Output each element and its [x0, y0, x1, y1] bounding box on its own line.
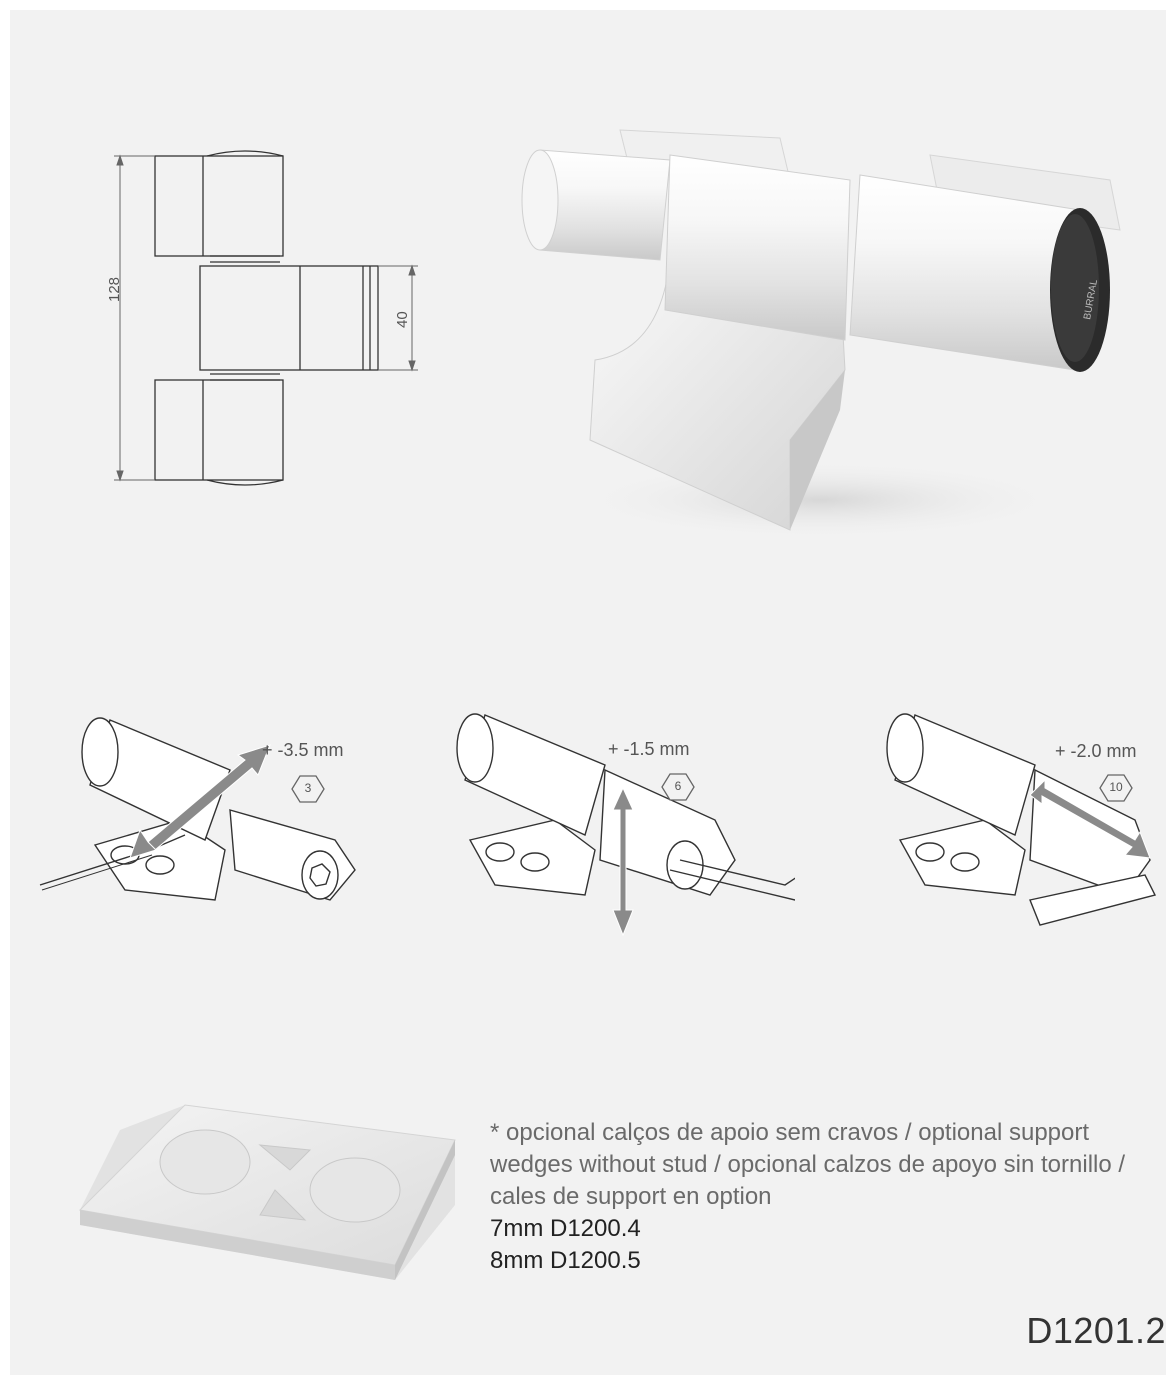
hex-key-6-icon: 6: [661, 772, 695, 802]
height-arrow: [612, 786, 634, 937]
adjustment-label-compression: + -2.0 mm: [1055, 741, 1137, 761]
catalog-page: 128 40: [10, 10, 1166, 1375]
adjustment-diagram-compression: [886, 713, 1157, 926]
middle-knuckle-outline: [199, 265, 379, 371]
hex-key-size: 6: [674, 779, 682, 793]
technical-drawing: [114, 150, 418, 486]
compression-arrow: [1029, 778, 1151, 859]
adjustment-diagram-height: [456, 713, 795, 937]
hex-key-10-icon: 10: [1099, 773, 1133, 803]
hinge-product-render: BURRAL: [521, 129, 1121, 540]
support-wedge-render: [78, 1104, 456, 1280]
page-code: D1201.2: [1026, 1310, 1166, 1351]
part-number-7mm: 7mm D1200.4: [490, 1215, 641, 1242]
lateral-arrow: [129, 744, 271, 859]
part-number-8mm: 8mm D1200.5: [490, 1247, 641, 1274]
hex-key-size: 3: [304, 781, 312, 795]
hex-key-3-icon: 3: [291, 774, 325, 804]
bottom-knuckle-outline: [154, 379, 284, 481]
note-description: * opcional calços de apoio sem cravos / …: [490, 1119, 1126, 1210]
top-knuckle-outline: [154, 155, 284, 257]
adjustment-label-lateral: + -3.5 mm: [262, 740, 344, 760]
hex-key-size: 10: [1109, 780, 1123, 794]
dimension-40-label: 40: [394, 311, 411, 328]
adjustment-label-height: + -1.5 mm: [608, 739, 690, 759]
adjustment-diagram-lateral: [39, 717, 356, 901]
dimension-128-label: 128: [106, 276, 123, 302]
optional-wedge-note: * opcional calços de apoio sem cravos / …: [490, 1117, 1150, 1277]
